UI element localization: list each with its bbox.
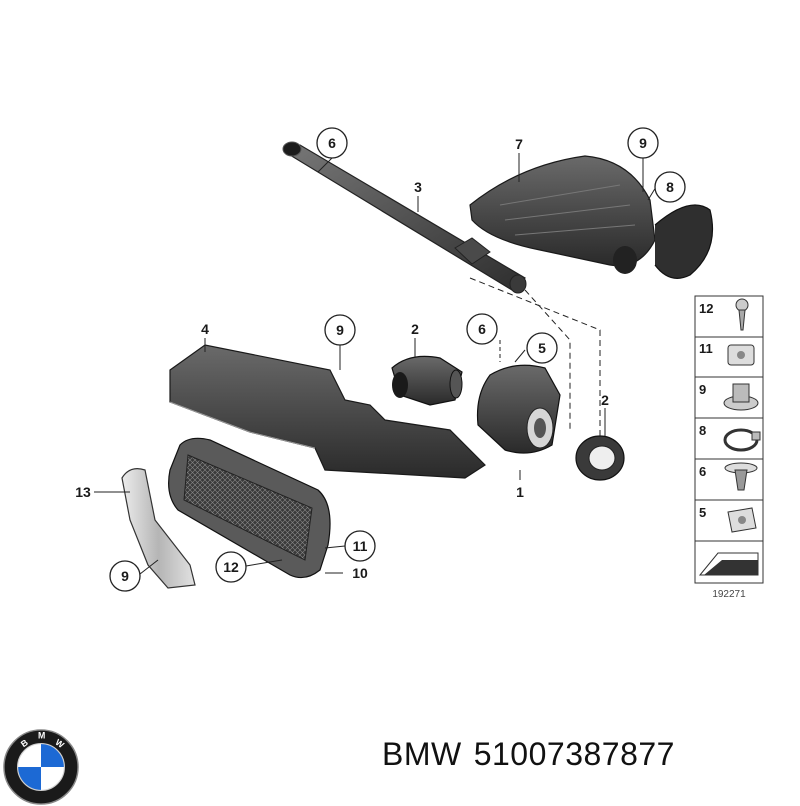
air-duct	[121, 468, 196, 589]
callout-12: 12	[215, 551, 247, 583]
expansion-rivet-icon	[724, 462, 758, 491]
legend-label: 12	[699, 301, 713, 316]
callout-1: 1	[516, 484, 524, 500]
part-number: 51007387877	[473, 736, 675, 772]
callout-label: 3	[414, 179, 422, 195]
callout-9-top: 9	[627, 127, 659, 159]
callout-label: 10	[352, 565, 368, 581]
callout-label: 12	[223, 559, 239, 575]
hose-clamp-icon	[723, 428, 761, 452]
grommet	[575, 435, 625, 481]
callout-6-mid: 6	[466, 313, 498, 345]
callout-label: 7	[515, 136, 523, 152]
callout-label: 13	[75, 484, 91, 500]
callout-label: 2	[601, 392, 609, 408]
callout-label: 2	[411, 321, 419, 337]
screw-icon	[735, 298, 749, 331]
svg-text:M: M	[38, 731, 45, 741]
spring-nut-icon	[727, 507, 757, 533]
legend-label: 9	[699, 382, 706, 397]
filter-cover	[168, 437, 331, 579]
part-caption: BMW 51007387877	[382, 736, 675, 773]
leader-lines	[94, 153, 657, 575]
callout-label: 11	[353, 538, 368, 554]
callout-label: 6	[478, 321, 486, 337]
lower-housing	[169, 344, 486, 479]
callout-5: 5	[526, 332, 558, 364]
clip-nut-icon	[727, 344, 755, 366]
callout-2-right: 2	[601, 392, 609, 408]
callout-2-upper: 2	[411, 321, 419, 337]
callout-13: 13	[75, 484, 91, 500]
callout-label: 9	[336, 322, 344, 338]
connector-boot	[391, 355, 463, 406]
callout-label: 6	[328, 135, 336, 151]
callout-9-mid: 9	[324, 314, 356, 346]
legend-label: 6	[699, 464, 706, 479]
callout-label: 5	[538, 340, 546, 356]
upper-housing	[469, 155, 714, 279]
figure-number: 192271	[712, 589, 746, 600]
brand-name: BMW	[382, 736, 462, 772]
flange-nut-icon	[723, 383, 759, 411]
resonator	[476, 364, 561, 454]
callout-9-bottom: 9	[109, 560, 141, 592]
legend-label: 8	[699, 423, 706, 438]
intake-tube	[282, 141, 527, 294]
legend-label: 11	[699, 341, 713, 356]
callout-label: 9	[121, 568, 129, 584]
callout-label: 9	[639, 135, 647, 151]
callout-6-top: 6	[316, 127, 348, 159]
callout-11: 11	[344, 530, 376, 562]
callout-10: 10	[352, 565, 368, 581]
callout-label: 1	[516, 484, 524, 500]
callout-7: 7	[515, 136, 523, 152]
bmw-logo: B M W	[3, 729, 79, 805]
callout-label: 4	[201, 321, 209, 337]
small-parts-legend: 12 11 9 8 6 5	[694, 295, 764, 600]
svg-text:B: B	[19, 737, 30, 749]
callout-3: 3	[414, 179, 422, 195]
callout-4: 4	[201, 321, 209, 337]
seal-strip-icon	[698, 552, 759, 576]
callout-8: 8	[654, 171, 686, 203]
callout-label: 8	[666, 179, 674, 195]
legend-label: 5	[699, 505, 706, 520]
